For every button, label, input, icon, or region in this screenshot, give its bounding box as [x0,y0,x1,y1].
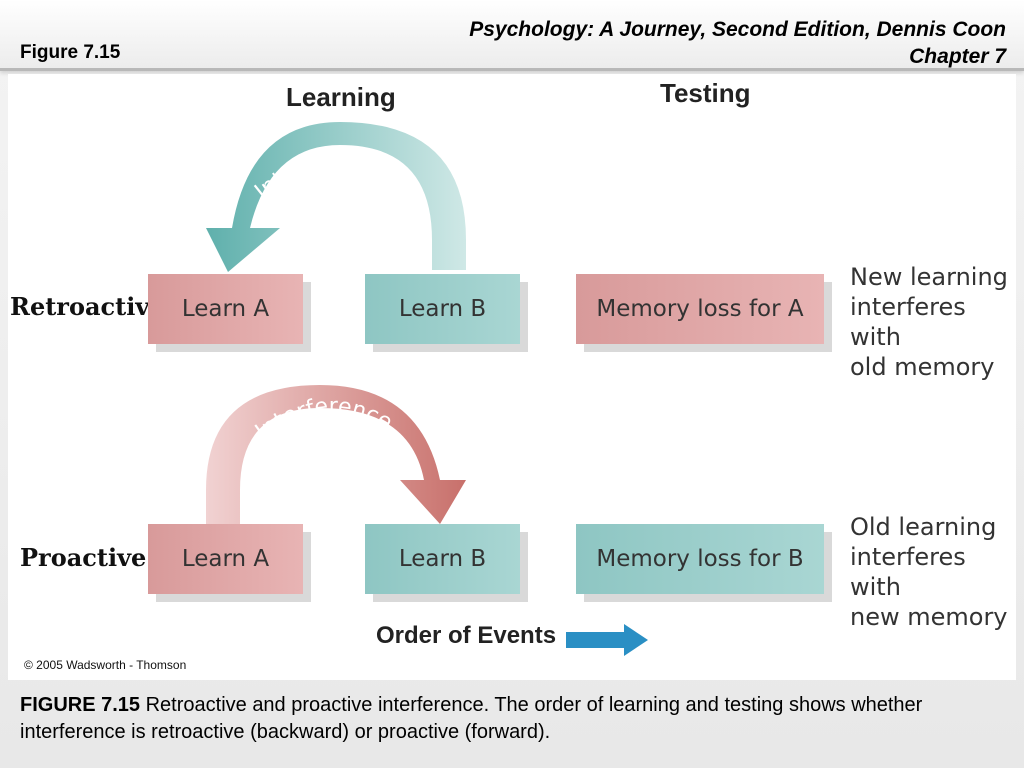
pro-note-line: new memory [850,603,1008,631]
retro-arrow [206,122,466,272]
col-head-learning: Learning [286,82,396,112]
pro-arrow [206,385,466,524]
row-label-proactive: Proactive [20,543,147,572]
copyright: © 2005 Wadsworth - Thomson [24,658,187,672]
order-of-events-label: Order of Events [376,622,557,649]
retro-note-line: interferes with [850,293,966,351]
pro-learn-a-box: Learn A [148,524,303,594]
col-head-testing: Testing [660,78,751,108]
pro-learn-b-box: Learn B [365,524,520,594]
retro-learn-a-box: Learn A [148,274,303,344]
figure-label: Figure 7.15 [20,42,121,63]
caption-text: Retroactive and proactive interference. … [20,694,923,743]
row-label-retroactive: Retroactive [10,292,165,321]
pro-note-line: interferes with [850,543,966,601]
figure-caption: FIGURE 7.15 Retroactive and proactive in… [20,692,1010,746]
retro-memory-loss-box: Memory loss for A [576,274,824,344]
book-title: Psychology: A Journey, Second Edition, D… [469,16,1006,70]
retro-note-line: old memory [850,353,995,381]
pro-note-line: Old learning [850,513,997,541]
order-arrow [566,624,648,656]
retro-note-line: New learning [850,263,1008,291]
retro-note: New learning interferes with old memory [850,262,1024,382]
pro-note: Old learning interferes with new memory [850,512,1024,632]
header-bar: Figure 7.15 Psychology: A Journey, Secon… [0,0,1024,71]
retro-learn-b-box: Learn B [365,274,520,344]
caption-prefix: FIGURE 7.15 [20,694,141,716]
chapter-line: Chapter 7 [909,45,1006,68]
book-title-line: Psychology: A Journey, Second Edition, D… [469,18,1006,41]
pro-memory-loss-box: Memory loss for B [576,524,824,594]
